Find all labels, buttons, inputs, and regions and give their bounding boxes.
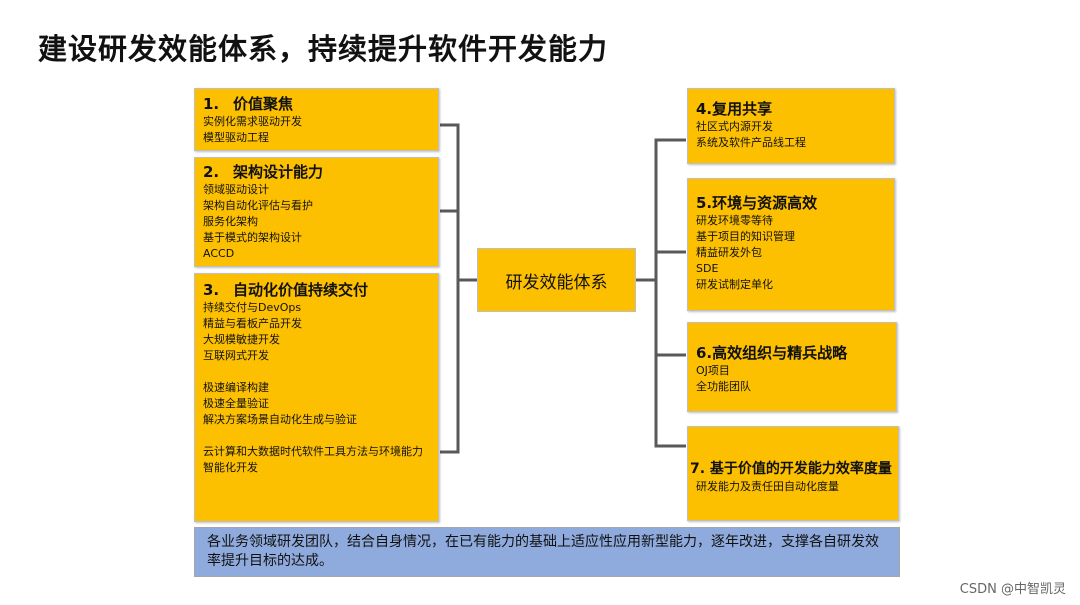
list-item: 基于项目的知识管理 <box>696 230 795 243</box>
list-item: OJ项目 <box>696 364 730 377</box>
list-item: 研发试制定单化 <box>696 278 773 291</box>
capability-title-6: 6.高效组织与精兵战略 <box>696 344 848 362</box>
list-item: 持续交付与DevOps <box>203 301 302 314</box>
list-item: 领域驱动设计 <box>203 183 269 196</box>
watermark: CSDN @中智凯灵 <box>959 582 1066 597</box>
list-item: 实例化需求驱动开发 <box>203 115 302 128</box>
list-item: 精益与看板产品开发 <box>203 317 302 330</box>
summary-banner: 各业务领域研发团队，结合自身情况，在已有能力的基础上适应性应用新型能力，逐年改进… <box>194 527 900 577</box>
list-item: 极速编译构建 <box>203 381 269 394</box>
list-item: 服务化架构 <box>203 215 258 228</box>
capability-box-7: 7. 基于价值的开发能力效率度量 研发能力及责任田自动化度量 <box>687 426 899 521</box>
center-node: 研发效能体系 <box>477 248 636 312</box>
right-bracket <box>654 138 686 448</box>
capability-box-5: 5.环境与资源高效 研发环境零等待 基于项目的知识管理 精益研发外包 SDE 研… <box>687 178 895 311</box>
capability-box-3: 3.自动化价值持续交付 持续交付与DevOps 精益与看板产品开发 大规模敏捷开… <box>194 273 439 522</box>
capability-box-2: 2.架构设计能力 领域驱动设计 架构自动化评估与看护 服务化架构 基于模式的架构… <box>194 157 439 267</box>
list-item: 云计算和大数据时代软件工具方法与环境能力 <box>203 445 423 458</box>
list-item: 互联网式开发 <box>203 349 269 362</box>
list-item: 极速全量验证 <box>203 397 269 410</box>
capability-box-6: 6.高效组织与精兵战略 OJ项目 全功能团队 <box>687 322 897 412</box>
list-item: 社区式内源开发 <box>696 120 773 133</box>
capability-title-1: 1.价值聚焦 <box>203 95 294 113</box>
capability-title-7: 7. 基于价值的开发能力效率度量 <box>690 461 892 477</box>
list-item: 智能化开发 <box>203 461 258 474</box>
capability-title-4: 4.复用共享 <box>696 100 773 118</box>
list-item: 基于模式的架构设计 <box>203 231 302 244</box>
spacer <box>195 428 438 444</box>
capability-title-5: 5.环境与资源高效 <box>696 194 818 212</box>
capability-box-4: 4.复用共享 社区式内源开发 系统及软件产品线工程 <box>687 88 895 164</box>
list-item: 系统及软件产品线工程 <box>696 136 806 149</box>
page-title: 建设研发效能体系，持续提升软件开发能力 <box>38 32 609 66</box>
list-item: 全功能团队 <box>696 380 751 393</box>
left-bracket <box>440 123 460 454</box>
list-item: 架构自动化评估与看护 <box>203 199 313 212</box>
list-item: 研发环境零等待 <box>696 214 773 227</box>
list-item: ACCD <box>203 247 235 260</box>
spacer <box>195 364 438 380</box>
capability-box-1: 1.价值聚焦 实例化需求驱动开发 模型驱动工程 <box>194 88 439 151</box>
list-item: SDE <box>696 262 719 275</box>
list-item: 模型驱动工程 <box>203 131 269 144</box>
list-item: 研发能力及责任田自动化度量 <box>696 480 839 493</box>
list-item: 大规模敏捷开发 <box>203 333 280 346</box>
capability-title-2: 2.架构设计能力 <box>203 163 324 181</box>
capability-title-3: 3.自动化价值持续交付 <box>203 281 369 299</box>
list-item: 精益研发外包 <box>696 246 762 259</box>
list-item: 解决方案场景自动化生成与验证 <box>203 413 357 426</box>
